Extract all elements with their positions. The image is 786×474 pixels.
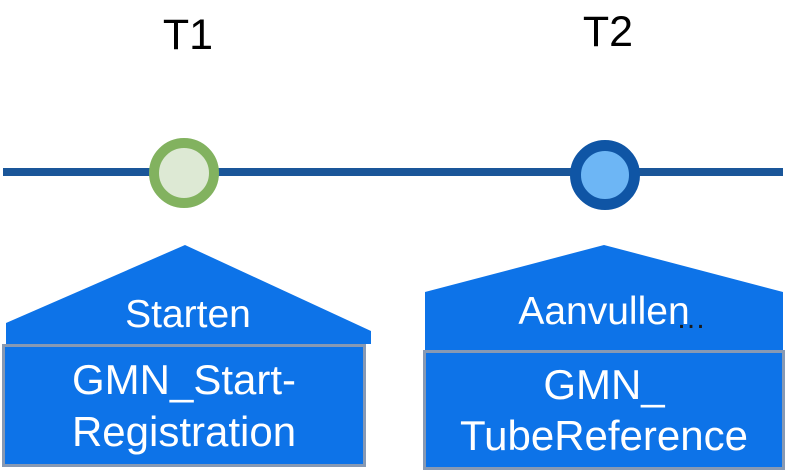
starten-action-label: Starten <box>125 293 251 336</box>
gmn-start-registration-line2: Registration <box>71 407 297 455</box>
gmn-tubereference-box: GMN_ TubeReference <box>423 350 785 470</box>
time-label-t2: T2 <box>582 8 634 56</box>
gmn-tubereference-line2: TubeReference <box>460 412 748 459</box>
t2-milestone-circle-icon <box>570 140 640 210</box>
time-label-t1: T1 <box>162 11 214 59</box>
gmn-start-registration-box: GMN_Start- Registration <box>2 344 366 467</box>
aanvullen-action-label: Aanvullen <box>518 290 690 333</box>
ellipsis-text: … <box>676 302 706 335</box>
starten-callout-roof: Starten <box>6 245 371 344</box>
t1-milestone-circle-icon <box>149 138 219 208</box>
aanvullen-callout-roof: Aanvullen <box>425 245 783 350</box>
gmn-tubereference-line1: GMN_ <box>543 360 665 408</box>
timeline-axis-line <box>3 168 783 176</box>
gmn-start-registration-line1: GMN_Start- <box>71 356 297 404</box>
